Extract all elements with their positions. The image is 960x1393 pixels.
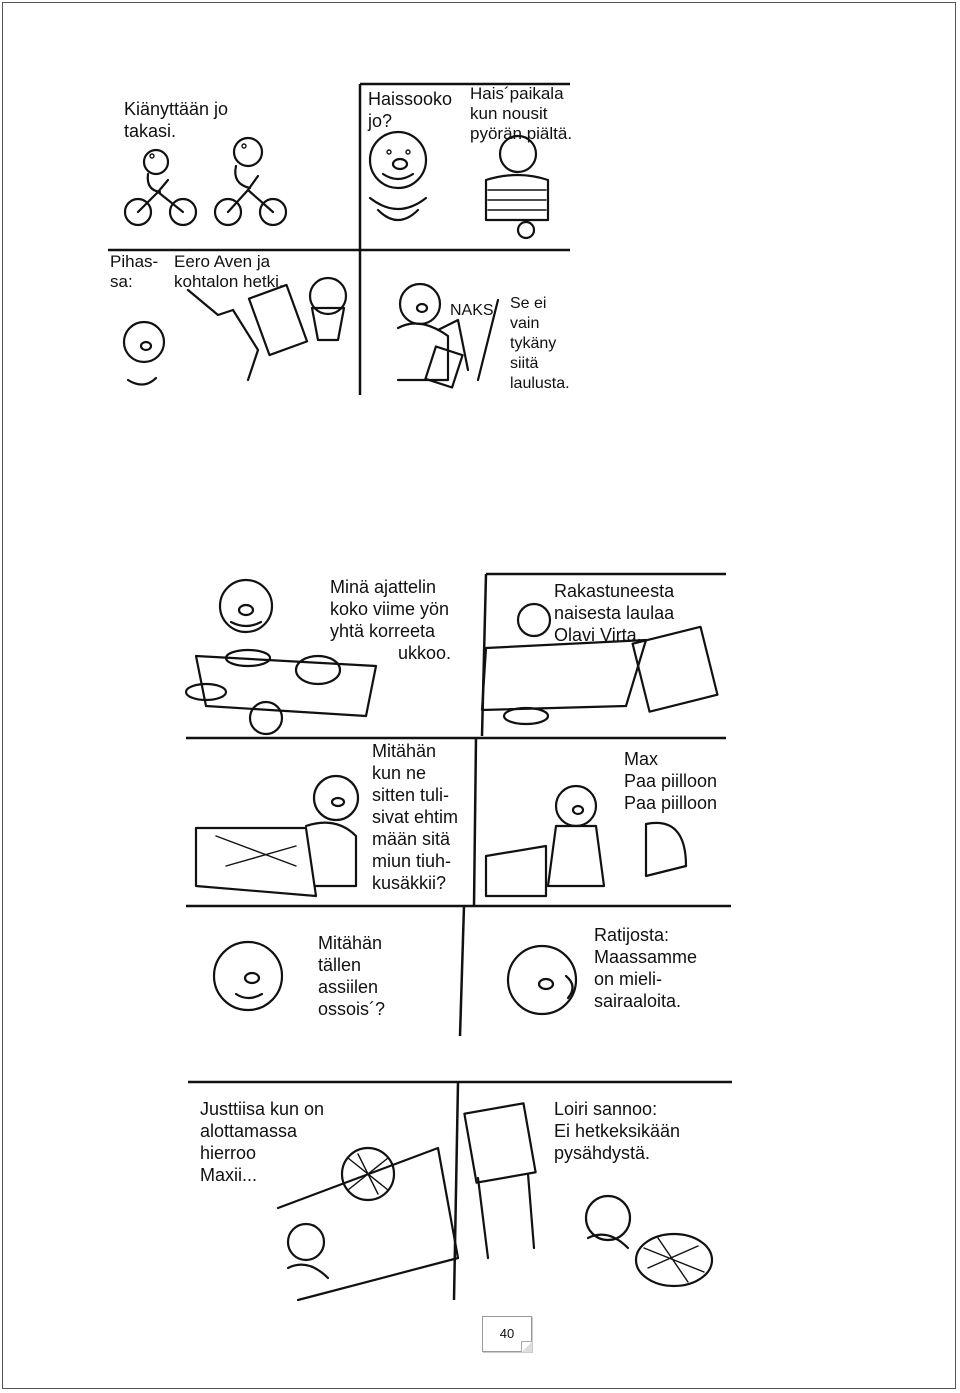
- caption-panel2: Haissooko jo?: [368, 89, 453, 131]
- pig-at-table: [184, 578, 378, 736]
- caption-s2-panel6: Ratijosta: Maassamme on mieli- sairaaloi…: [594, 925, 698, 1011]
- pig-massaging: [276, 1146, 460, 1302]
- caption-panel4-right: Eero Aven ja kohtalon hetki.: [174, 252, 284, 291]
- thinking-pig: [212, 940, 284, 1012]
- listening-pig: [506, 944, 578, 1016]
- caption-panel4-left: Pihas- sa:: [110, 252, 159, 291]
- boy-striped-shirt: [484, 134, 550, 240]
- comic-strip-2: Minä ajattelin koko viime yön yhtä korre…: [184, 566, 736, 1046]
- page-number: 40: [482, 1316, 532, 1352]
- pig-with-coat: [484, 784, 688, 898]
- pig-bedside-radio: [463, 1102, 714, 1288]
- pig-with-radio: [480, 602, 719, 726]
- pig-on-bed: [194, 774, 360, 898]
- caption-panel3: Hais´paikala kun nousit pyörän piältä.: [470, 84, 573, 143]
- caption-panel1: Kiänyttään jo takasi.: [124, 99, 229, 141]
- caption-s3-panel2: Loiri sannoo: Ei hetkeksikään pysähdystä…: [554, 1099, 681, 1163]
- caption-s2-panel5: Mitähän tällen assiilen ossois´?: [318, 933, 386, 1019]
- pigs-on-bicycles: [123, 136, 288, 227]
- pig-with-burning-radio: [122, 276, 348, 386]
- caption-s3-panel1: Justtiisa kun on alottamassa hierroo Max…: [200, 1099, 325, 1185]
- strip1-drawing: [108, 82, 570, 395]
- caption-s2-panel2: Rakastuneesta naisesta laulaa Olavi Virt…: [554, 581, 675, 645]
- pig-smashing-radio: [396, 282, 500, 389]
- strip3-drawing: [188, 1080, 732, 1302]
- caption-s2-panel1: Minä ajattelin koko viime yön yhtä korre…: [330, 577, 452, 663]
- pig-face-panel2: [368, 130, 428, 222]
- comic-strip-1: Kiänyttään jo takasi. Haissooko jo? Hais…: [108, 80, 578, 400]
- strip2-drawing: [184, 572, 731, 1037]
- caption-panel5: Se ei vain tykäny siitä laulusta.: [510, 295, 570, 392]
- sound-effect-naks: NAKS: [450, 302, 494, 319]
- comic-strip-3: Justtiisa kun on alottamassa hierroo Max…: [188, 1078, 736, 1304]
- caption-s2-panel4: Max Paa piilloon Paa piilloon: [624, 749, 718, 813]
- caption-s2-panel3: Mitähän kun ne sitten tuli- sivat ehtim …: [372, 741, 459, 893]
